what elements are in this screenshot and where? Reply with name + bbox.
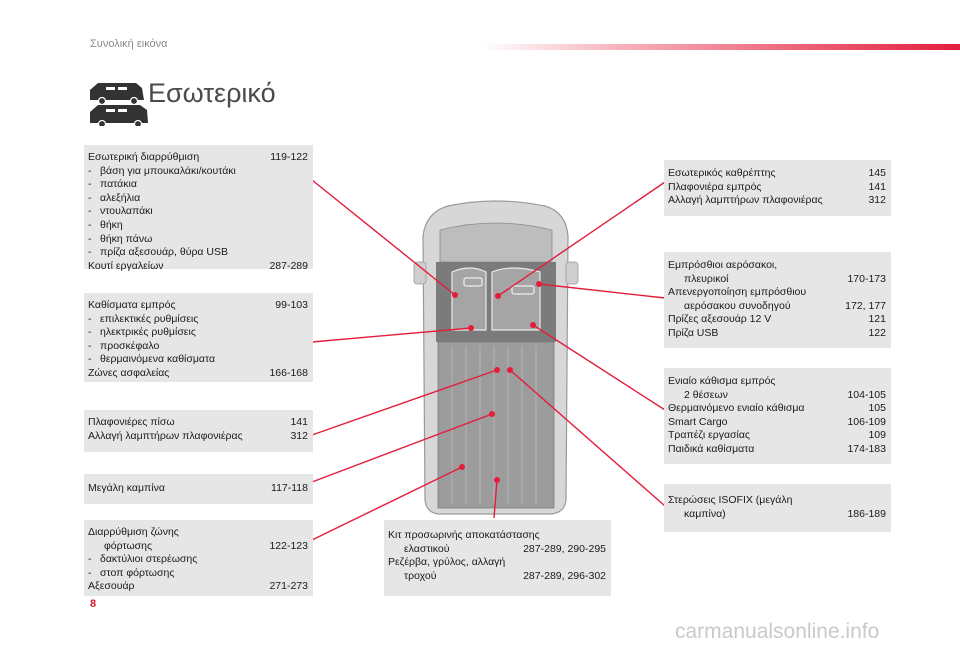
- watermark: carmanualsonline.info: [675, 620, 880, 643]
- label: αερόσακου συνοδηγού: [684, 299, 791, 312]
- page-ref: 186-189: [847, 507, 886, 520]
- page-ref: 104-105: [847, 388, 886, 401]
- label: Διαρρύθμιση ζώνης: [88, 526, 179, 538]
- label: Μεγάλη καμπίνα: [88, 482, 165, 494]
- page-ref: 271-273: [269, 580, 308, 593]
- box-large-cabin: Μεγάλη καμπίνα 117-118: [84, 474, 313, 504]
- page-ref: 141: [868, 180, 886, 193]
- label: Εμπρόσθιοι αερόσακοι,: [668, 259, 778, 271]
- list-item: βάση για μπουκαλάκι/κουτάκι: [100, 164, 236, 177]
- page-ref: 122: [868, 326, 886, 339]
- list-item: προσκέφαλο: [100, 339, 160, 352]
- box-tyre-repair: Κιτ προσωρινής αποκατάστασης ελαστικού 28…: [384, 520, 611, 596]
- label: Πρίζα USB: [668, 326, 719, 339]
- box-airbags-sockets: Εμπρόσθιοι αερόσακοι, πλευρικοί 170-173 Α…: [664, 252, 891, 348]
- page-ref: 174-183: [847, 442, 886, 455]
- page-ref: 166-168: [269, 366, 308, 379]
- label: Αλλαγή λαμπτήρων πλαφονιέρας: [668, 194, 823, 207]
- callout-lines: [311, 179, 666, 541]
- list-item: θήκη: [100, 218, 123, 231]
- van-top-view: [413, 200, 579, 515]
- page-ref: 99-103: [275, 299, 308, 311]
- page-ref: 170-173: [847, 272, 886, 285]
- box-rear-lamps: Πλαφονιέρες πίσω 141 Αλλαγή λαμπτήρων πλα…: [84, 410, 313, 452]
- label: ελαστικού: [404, 542, 450, 555]
- label: Αλλαγή λαμπτήρων πλαφονιέρας: [88, 429, 243, 442]
- list-item: πατάκια: [100, 178, 137, 191]
- page-number: 8: [90, 598, 97, 610]
- van-long-icon: [90, 105, 148, 126]
- page-ref: 145: [868, 167, 886, 179]
- label: καμπίνα): [684, 507, 726, 520]
- van-icons: [90, 83, 148, 126]
- box-mirror-lamps: Εσωτερικός καθρέπτης 145 Πλαφονιέρα εμπρό…: [664, 160, 891, 216]
- list-item: επιλεκτικές ρυθμίσεις: [100, 312, 199, 325]
- label: Τραπέζι εργασίας: [668, 429, 750, 442]
- box-isofix: Στερώσεις ISOFIX (μεγάλη καμπίνα) 186-189: [664, 484, 891, 532]
- label: Εσωτερικός καθρέπτης: [668, 167, 776, 179]
- label: Απενεργοποίηση εμπρόσθιου: [668, 286, 807, 299]
- page-ref: 106-109: [847, 415, 886, 428]
- list-item: αλεξήλια: [100, 191, 141, 204]
- label: Κιτ προσωρινής αποκατάστασης: [388, 529, 540, 541]
- label: Αξεσουάρ: [88, 580, 135, 593]
- label: Ενιαίο κάθισμα εμπρός: [668, 375, 776, 387]
- page-ref: 121: [868, 313, 886, 326]
- page-ref: 119-122: [270, 151, 308, 163]
- label: πλευρικοί: [684, 272, 729, 285]
- page-ref: 105: [868, 402, 886, 415]
- page-ref: 117-118: [271, 482, 308, 494]
- page-ref: 312: [868, 194, 886, 207]
- page-ref: 122-123: [269, 539, 308, 552]
- label: 2 θέσεων: [684, 388, 728, 401]
- list-item: πρίζα αξεσουάρ, θύρα USB: [100, 246, 228, 259]
- box-front-bench: Ενιαίο κάθισμα εμπρός 2 θέσεων 104-105 Θε…: [664, 368, 891, 464]
- section-label: Συνολική εικόνα: [90, 38, 168, 50]
- page-ref: 109: [868, 429, 886, 442]
- page-ref: 287-289: [269, 259, 308, 272]
- list-item: ντουλαπάκι: [100, 205, 153, 218]
- label: Καθίσματα εμπρός: [88, 299, 176, 311]
- list-item: δακτύλιοι στερέωσης: [100, 553, 198, 566]
- list-item: στοπ φόρτωσης: [100, 566, 175, 579]
- label: Στερώσεις ISOFIX (μεγάλη: [668, 494, 793, 506]
- list-item: θήκη πάνω: [100, 232, 153, 245]
- page-ref: 172, 177: [845, 299, 886, 312]
- page-ref: 312: [290, 429, 308, 442]
- label: Κουτί εργαλείων: [88, 259, 164, 272]
- header-accent-bar: [480, 44, 960, 50]
- page-ref: 287-289, 290-295: [523, 542, 606, 555]
- list-item: ηλεκτρικές ρυθμίσεις: [100, 326, 196, 339]
- callout-dots: [452, 281, 542, 483]
- label: Ρεζέρβα, γρύλος, αλλαγή: [388, 556, 506, 569]
- label: Smart Cargo: [668, 415, 728, 428]
- label: Ζώνες ασφαλείας: [88, 366, 170, 379]
- label: Πλαφονιέρες πίσω: [88, 416, 175, 428]
- page-title: Εσωτερικό: [148, 78, 276, 108]
- page-ref: 141: [290, 416, 308, 428]
- label: Εσωτερική διαρρύθμιση: [88, 151, 200, 163]
- list-item: θερμαινόμενα καθίσματα: [100, 353, 216, 366]
- label: Παιδικά καθίσματα: [668, 442, 755, 455]
- label: τροχού: [404, 569, 437, 582]
- label: Πρίζες αξεσουάρ 12 V: [668, 313, 772, 326]
- label: Θερμαινόμενο ενιαίο κάθισμα: [668, 402, 805, 415]
- van-short-icon: [90, 83, 144, 106]
- label: φόρτωσης: [104, 539, 153, 552]
- page-ref: 287-289, 296-302: [523, 569, 606, 582]
- label: Πλαφονιέρα εμπρός: [668, 180, 762, 193]
